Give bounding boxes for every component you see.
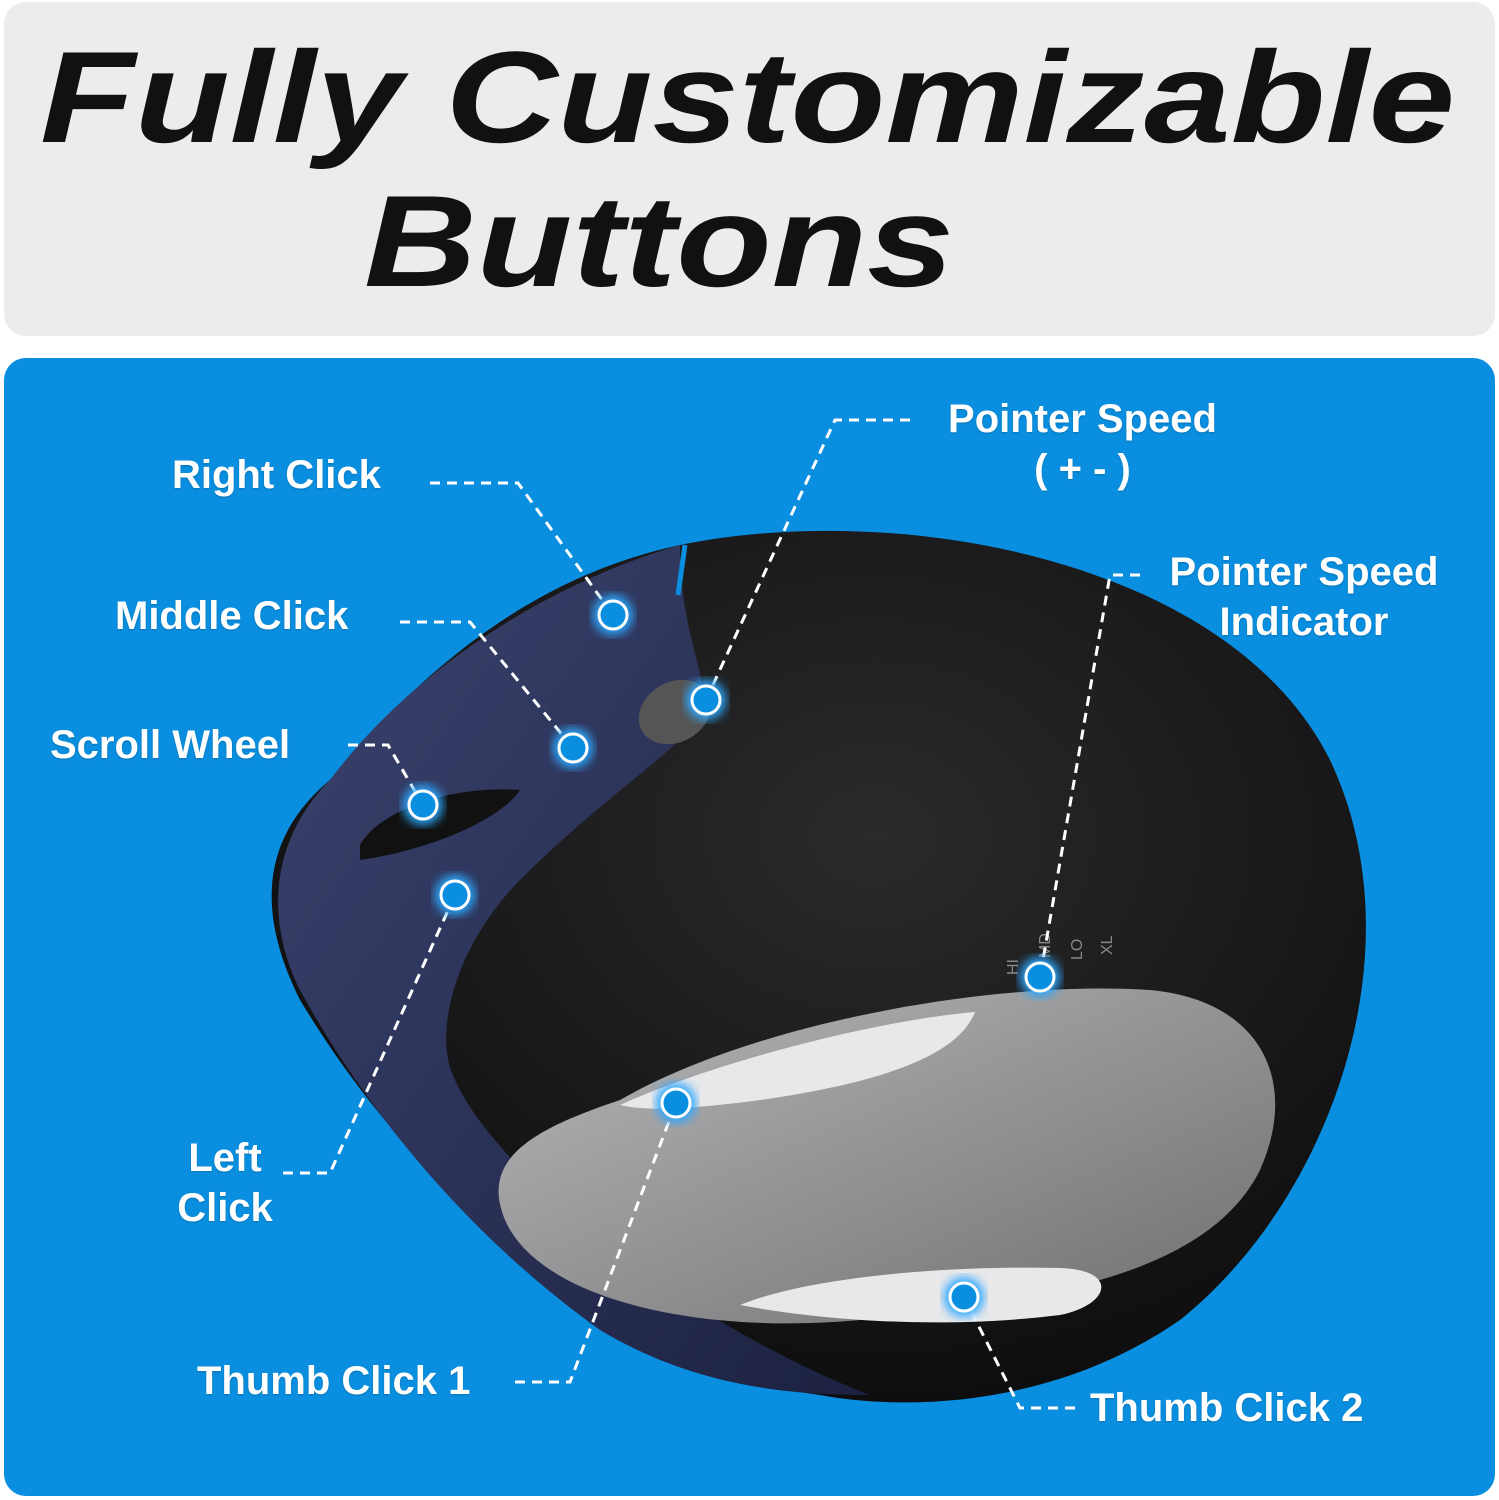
indicator-md: MD xyxy=(1037,933,1054,958)
callout-dots xyxy=(403,595,1060,1317)
label-pointer-speed-line2: ( + - ) xyxy=(1034,447,1131,491)
label-thumb-click-2: Thumb Click 2 xyxy=(1090,1386,1364,1430)
indicator-lo: LO xyxy=(1069,939,1086,960)
indicator-xl: XL xyxy=(1099,935,1116,955)
accent-line xyxy=(675,544,688,596)
callout-lines xyxy=(283,418,1140,1410)
thumb-rest xyxy=(498,988,1276,1324)
title-line-1: Fully Customizable xyxy=(40,24,1455,170)
indicator-hi: HI xyxy=(1005,959,1022,975)
label-pointer-speed: Pointer Speed ( + - ) xyxy=(920,394,1245,494)
line-thumb-click-1 xyxy=(515,1102,678,1384)
line-right-click xyxy=(430,481,615,616)
label-scroll-wheel: Scroll Wheel xyxy=(50,723,291,767)
dot-middle-click xyxy=(553,728,593,768)
label-speed-indicator: Pointer Speed Indicator xyxy=(1145,547,1463,647)
line-thumb-click-2 xyxy=(962,1296,1075,1410)
label-right-click: Right Click xyxy=(172,453,381,497)
dot-pointer-speed xyxy=(686,680,726,720)
dot-right-click xyxy=(593,595,633,635)
dot-left-click xyxy=(435,875,475,915)
title-banner: Fully Customizable Buttons xyxy=(4,2,1495,336)
label-speed-indicator-line1: Pointer Speed xyxy=(1169,550,1439,594)
label-left-click-line2: Click xyxy=(177,1186,273,1230)
dot-scroll-wheel xyxy=(403,785,443,825)
scroll-wheel xyxy=(360,789,520,860)
speed-indicator-labels: HI MD LO XL xyxy=(1005,933,1116,975)
label-left-click: Left Click xyxy=(165,1133,285,1233)
mouse-front-shell xyxy=(278,545,870,1395)
dot-thumb-click-2 xyxy=(944,1277,984,1317)
label-middle-click: Middle Click xyxy=(115,594,349,638)
thumb-button-1 xyxy=(620,1012,975,1109)
line-middle-click xyxy=(400,620,575,749)
dot-speed-indicator xyxy=(1020,957,1060,997)
label-speed-indicator-line2: Indicator xyxy=(1219,600,1389,644)
line-scroll-wheel xyxy=(348,743,425,806)
label-left-click-line1: Left xyxy=(188,1136,262,1180)
line-pointer-speed xyxy=(704,418,910,701)
dot-thumb-click-1 xyxy=(656,1083,696,1123)
title-line-2: Buttons xyxy=(364,168,954,314)
thumb-button-2 xyxy=(740,1267,1102,1323)
label-thumb-click-1: Thumb Click 1 xyxy=(197,1359,471,1403)
label-pointer-speed-line1: Pointer Speed xyxy=(948,397,1217,441)
title-svg: Fully Customizable Buttons xyxy=(40,24,1455,314)
line-speed-indicator xyxy=(1038,573,1140,978)
